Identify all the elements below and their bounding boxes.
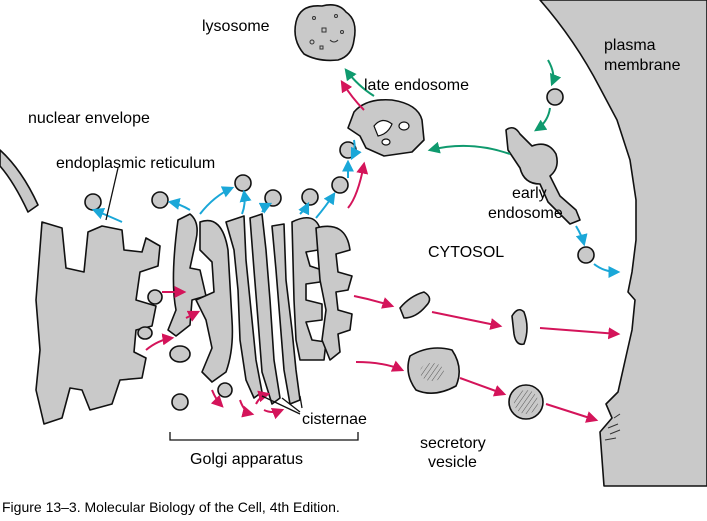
lysosome-label: lysosome: [202, 18, 270, 35]
biosynthetic-arrow: [347, 161, 369, 209]
biosynthetic-arrow: [431, 311, 503, 330]
vesicle: [234, 174, 252, 192]
vesicle: [264, 189, 282, 207]
retrieval-arrow: [239, 189, 252, 215]
dense-core: [514, 390, 538, 414]
vesicle: [511, 308, 528, 346]
early-endosome-label: endosome: [488, 205, 563, 222]
leader-line: [299, 395, 303, 409]
plasma-membrane: [539, 0, 707, 487]
leader-line: [281, 397, 301, 413]
endocytic-arrow: [427, 141, 511, 155]
golgi-apparatus: [167, 213, 353, 405]
endoplasmic-reticulum: [35, 221, 161, 425]
vesicle: [546, 88, 564, 106]
biosynthetic-arrow: [145, 333, 175, 351]
biosynthetic-arrow: [353, 295, 395, 309]
exocytosis-content: [604, 413, 621, 441]
lysosome: [294, 4, 356, 62]
leader-line: [105, 167, 119, 221]
vesicle: [217, 382, 233, 398]
biosynthetic-arrow: [239, 399, 255, 418]
retrieval-arrow: [350, 139, 362, 161]
endocytic-arrow: [534, 107, 551, 132]
retrieval-arrow: [91, 207, 123, 223]
vesicle: [169, 345, 191, 363]
nuclear-envelope-label: nuclear envelope: [28, 110, 150, 127]
early-endosome-label: early: [512, 185, 547, 202]
retrieval-arrow: [315, 192, 336, 219]
vesicle: [147, 289, 163, 305]
vesicle: [151, 191, 169, 209]
lysosome-content: [309, 14, 344, 50]
nuclear-envelope: [0, 149, 39, 213]
retrieval-arrow: [167, 198, 191, 211]
biosynthetic-arrow: [255, 390, 271, 405]
vesicle: [301, 188, 319, 206]
vesicle: [171, 393, 189, 411]
early-endosome: [505, 126, 581, 225]
retrieval-arrow: [575, 225, 588, 247]
plasma-membrane-label: plasma: [604, 37, 656, 54]
biosynthetic-arrow: [185, 310, 201, 322]
retrieval-arrow: [258, 202, 273, 214]
biosynthetic-arrow: [459, 377, 507, 397]
biosynthetic-arrow: [340, 79, 365, 111]
biosynthetic-arrow: [545, 403, 599, 423]
biosynthetic-arrow: [539, 327, 621, 340]
late-endosome-lumen: [381, 138, 391, 146]
retrieval-arrow: [199, 186, 235, 215]
biosynthetic-arrow: [210, 389, 224, 408]
vesicle: [399, 291, 431, 319]
cisternae-label: cisternae: [302, 411, 367, 428]
figure-caption: Figure 13–3. Molecular Biology of the Ce…: [2, 499, 340, 515]
late-endosome-lumen: [398, 121, 410, 131]
golgi-bracket: [169, 432, 359, 441]
retrieval-arrow: [298, 201, 310, 216]
plasma-membrane-label: membrane: [604, 57, 681, 74]
retrieval-arrow: [593, 263, 621, 278]
vesicle: [577, 246, 595, 264]
leader-line: [261, 395, 301, 415]
endocytic-arrow: [344, 68, 375, 97]
late-endosome-label: late endosome: [364, 77, 469, 94]
late-endosome-lumen: [373, 119, 393, 137]
dense-core: [420, 363, 444, 381]
vesicle: [331, 176, 349, 194]
secretory-vesicle-label: vesicle: [428, 454, 477, 471]
endocytic-arrow: [547, 59, 562, 87]
golgi-apparatus-label: Golgi apparatus: [190, 451, 303, 468]
vesicle: [137, 326, 153, 340]
cytosol-label: CYTOSOL: [428, 244, 504, 261]
vesicle: [84, 193, 102, 211]
secretory-vesicle-label: secretory: [420, 435, 486, 452]
biosynthetic-arrow: [355, 360, 405, 372]
biosynthetic-arrow: [263, 407, 285, 420]
endoplasmic-reticulum-label: endoplasmic reticulum: [56, 155, 215, 172]
